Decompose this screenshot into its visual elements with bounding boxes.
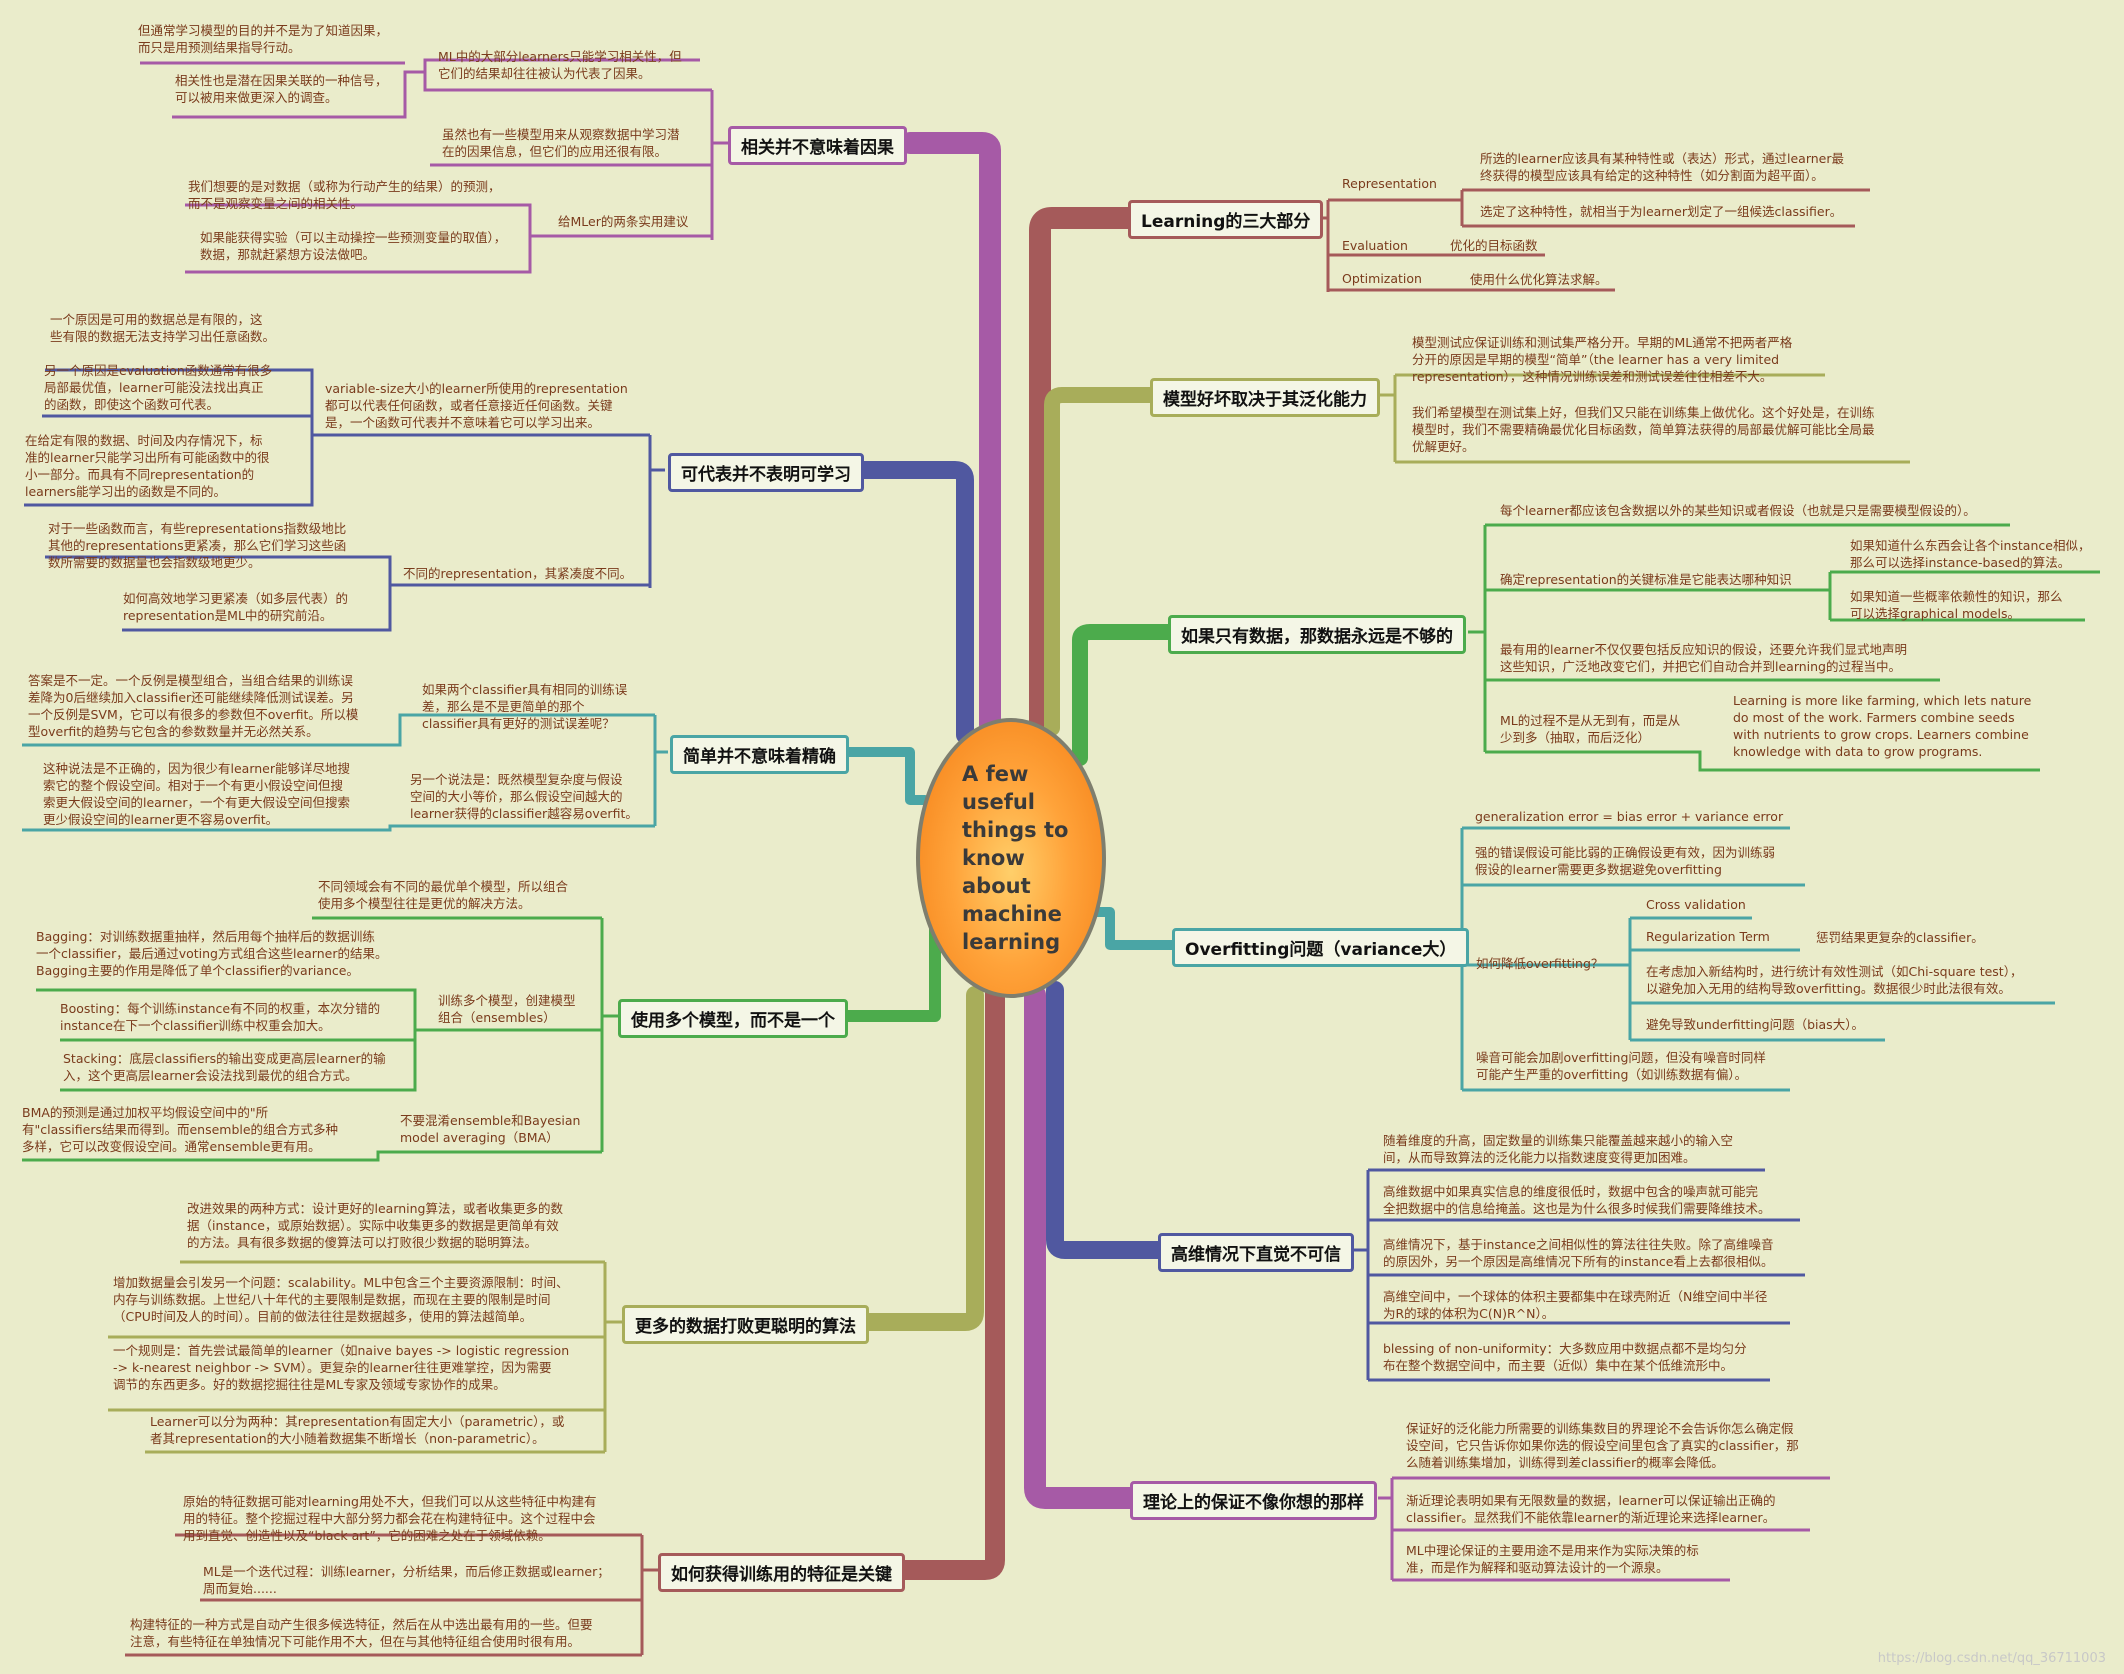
node-j9[interactable]: 噪音可能会加剧overfitting问题，但没有噪音时同样可能产生严重的over…	[1476, 1050, 1766, 1082]
node-i2[interactable]: 确定representation的关键标准是它能表达哪种知识	[1500, 572, 1792, 587]
node-i6[interactable]: ML的过程不是从无到有，而是从少到多（抽取，而后泛化）	[1500, 713, 1681, 745]
node-i5[interactable]: 最有用的learner不仅仅要包括反应知识的假设，还要允许我们显式地声明这些知识…	[1500, 642, 1907, 674]
node-k3[interactable]: 高维情况下，基于instance之间相似性的算法往往失败。除了高维噪音的原因外，…	[1383, 1237, 1774, 1269]
node-b5[interactable]: 对于一些函数而言，有些representations指数级地比其他的repres…	[48, 521, 347, 570]
node-f3[interactable]: 构建特征的一种方式是自动产生很多候选特征，然后在从中选出最有用的一些。但要注意，…	[130, 1617, 593, 1649]
node-f1[interactable]: 原始的特征数据可能对learning用处不大，但我们可以从这些特征中构建有用的特…	[183, 1494, 597, 1543]
node-e3[interactable]: 一个规则是：首先尝试最简单的learner（如naive bayes -> lo…	[113, 1343, 570, 1392]
node-l3[interactable]: ML中理论保证的主要用途不是用来作为实际决策的标准，而是作为解释和驱动算法设计的…	[1406, 1543, 1699, 1575]
trunk-teal-right	[1090, 907, 1177, 950]
trunk-purple-left	[899, 132, 1001, 736]
node-g4[interactable]: Evaluation	[1342, 238, 1408, 253]
node-k5[interactable]: blessing of non-uniformity：大多数应用中数据点都不是均…	[1383, 1341, 1747, 1373]
trunk-navy-left	[851, 461, 974, 744]
topic-ensemble-models[interactable]: 使用多个模型，而不是一个	[618, 999, 848, 1038]
node-i1[interactable]: 每个learner都应该包含数据以外的某些知识或者假设（也就是只是需要模型假设的…	[1500, 503, 1976, 518]
topic-data-alone-not-enough[interactable]: 如果只有数据，那数据永远是不够的	[1168, 615, 1466, 654]
topic-correlation-not-causation[interactable]: 相关并不意味着因果	[728, 126, 907, 165]
node-b4[interactable]: 在给定有限的数据、时间及内存情况下，标准的learner只能学习出所有可能函数中…	[25, 433, 270, 499]
node-j3[interactable]: Cross validation	[1646, 897, 1746, 912]
node-j1[interactable]: generalization error = bias error + vari…	[1475, 809, 1784, 824]
node-j6[interactable]: 如何降低overfitting？	[1476, 956, 1604, 971]
node-k2[interactable]: 高维数据中如果真实信息的维度很低时，数据中包含的噪声就可能完全把数据中的信息给掩…	[1383, 1184, 1771, 1216]
node-g6[interactable]: Optimization	[1342, 271, 1422, 286]
node-g2[interactable]: 所选的learner应该具有某种特性或（表达）形式，通过learner最终获得的…	[1480, 151, 1844, 183]
trunk-brown-left	[895, 980, 1005, 1580]
node-g5[interactable]: 优化的目标函数	[1450, 238, 1538, 253]
node-a7[interactable]: 如果能获得实验（可以主动操控一些预测变量的取值），数据，那就赶紧想方设法做吧。	[200, 230, 507, 262]
node-e1[interactable]: 改进效果的两种方式：设计更好的learning算法，或者收集更多的数据（inst…	[187, 1201, 563, 1250]
node-a2[interactable]: ML中的大部分learners只能学习相关性，但它们的结果却往往被认为代表了因果…	[438, 49, 682, 81]
node-c1[interactable]: 答案是不一定。一个反例是模型组合，当组合结果的训练误差降为0后继续加入class…	[28, 673, 359, 739]
node-g7[interactable]: 使用什么优化算法求解。	[1470, 272, 1608, 287]
node-f2[interactable]: ML是一个迭代过程：训练learner，分析结果，而后修正数据或learner；…	[203, 1564, 610, 1596]
node-j4[interactable]: Regularization Term	[1646, 929, 1770, 944]
node-b1[interactable]: 一个原因是可用的数据总是有限的，这些有限的数据无法支持学习出任意函数。	[50, 312, 276, 344]
node-d5[interactable]: Stacking：底层classifiers的输出变成更高层learner的输入…	[63, 1051, 386, 1083]
topic-representable-not-learnable[interactable]: 可代表并不表明可学习	[668, 453, 864, 492]
node-k4[interactable]: 高维空间中，一个球体的体积主要都集中在球壳附近（N维空间中半径为R的球的体积为C…	[1383, 1289, 1768, 1321]
node-a5[interactable]: 我们想要的是对数据（或称为行动产生的结果）的预测，而不是观察变量之间的相关性。	[188, 179, 501, 211]
node-b3[interactable]: variable-size大小的learner所使用的representatio…	[325, 381, 628, 430]
node-e2[interactable]: 增加数据量会引发另一个问题：scalability。ML中包含三个主要资源限制：…	[113, 1275, 569, 1324]
central-topic-oval[interactable]	[916, 718, 1106, 998]
topic-theoretical-guarantees[interactable]: 理论上的保证不像你想的那样	[1130, 1481, 1377, 1520]
node-h1[interactable]: 模型测试应保证训练和测试集严格分开。早期的ML通常不把两者严格分开的原因是早期的…	[1412, 335, 1793, 384]
trunk-olive-right	[1044, 387, 1158, 736]
topic-feature-engineering[interactable]: 如何获得训练用的特征是关键	[658, 1553, 905, 1592]
topic-high-dimension-intuition[interactable]: 高维情况下直觉不可信	[1158, 1233, 1354, 1272]
node-j8[interactable]: 避免导致underfitting问题（bias大）。	[1646, 1017, 1864, 1032]
node-j5[interactable]: 惩罚结果更复杂的classifier。	[1816, 930, 1984, 945]
node-g3[interactable]: 选定了这种特性，就相当于为learner划定了一组候选classifier。	[1480, 204, 1843, 219]
central-topic-title: A few useful things to know about machin…	[962, 762, 1069, 954]
node-l1[interactable]: 保证好的泛化能力所需要的训练集数目的界理论不会告诉你怎么确定假设空间，它只告诉你…	[1406, 1421, 1799, 1470]
topic-overfitting[interactable]: Overfitting问题（variance大）	[1172, 928, 1470, 967]
trunk-brown-right	[1029, 207, 1139, 736]
trunk-teal-left	[843, 747, 930, 805]
node-d1[interactable]: 不同领域会有不同的最优单个模型，所以组合使用多个模型往往是更优的解决方法。	[318, 879, 569, 911]
node-j2[interactable]: 强的错误假设可能比弱的正确假设更有效，因为训练弱假设的learner需要更多数据…	[1475, 845, 1776, 877]
node-h2[interactable]: 我们希望模型在测试集上好，但我们又只能在训练集上做优化。这个好处是，在训练模型时…	[1412, 405, 1875, 454]
node-b2[interactable]: 另一个原因是evaluation函数通常有很多局部最优值，learner可能没法…	[44, 363, 273, 412]
node-d2[interactable]: Bagging：对训练数据重抽样，然后用每个抽样后的数据训练一个classifi…	[36, 929, 388, 978]
trunk-green-right	[1072, 624, 1176, 766]
node-d4[interactable]: 训练多个模型，创建模型组合（ensembles）	[438, 993, 576, 1025]
topic-simplicity-not-accuracy[interactable]: 简单并不意味着精确	[670, 735, 849, 774]
node-k1[interactable]: 随着维度的升高，固定数量的训练集只能覆盖越来越小的输入空间，从而导致算法的泛化能…	[1383, 1133, 1734, 1165]
topic-generalization[interactable]: 模型好坏取决于其泛化能力	[1150, 378, 1380, 417]
node-i7[interactable]: Learning is more like farming, which let…	[1733, 693, 2032, 759]
node-e4[interactable]: Learner可以分为两种：其representation有固定大小（param…	[150, 1414, 565, 1446]
node-c3[interactable]: 这种说法是不正确的，因为很少有learner能够详尽地搜索它的整个假设空间。相对…	[43, 761, 350, 827]
trunk-navy-right	[1046, 981, 1167, 1259]
node-i3[interactable]: 如果知道什么东西会让各个instance相似，那么可以选择instance-ba…	[1850, 538, 2091, 570]
trunk-green-left	[842, 924, 941, 1022]
watermark: https://blog.csdn.net/qq_36711003	[1877, 1651, 2106, 1666]
node-a4[interactable]: 虽然也有一些模型用来从观察数据中学习潜在的因果信息，但它们的应用还很有限。	[442, 127, 680, 159]
node-i4[interactable]: 如果知道一些概率依赖性的知识，那么可以选择graphical models。	[1850, 589, 2063, 621]
topic-three-components[interactable]: Learning的三大部分	[1128, 200, 1324, 239]
node-a1[interactable]: 但通常学习模型的目的并不是为了知道因果，而只是用预测结果指导行动。	[138, 23, 389, 55]
trunk-purple-right	[1024, 984, 1141, 1509]
node-g1[interactable]: Representation	[1342, 176, 1437, 191]
node-a6[interactable]: 给MLer的两条实用建议	[558, 214, 689, 229]
node-j7[interactable]: 在考虑加入新结构时，进行统计有效性测试（如Chi-square test），以避…	[1646, 964, 2023, 996]
node-b6[interactable]: 不同的representation，其紧凑度不同。	[403, 566, 633, 581]
node-a3[interactable]: 相关性也是潜在因果关联的一种信号，可以被用来做更深入的调查。	[175, 73, 388, 105]
node-d6[interactable]: BMA的预测是通过加权平均假设空间中的"所有"classifiers结果而得到。…	[22, 1105, 339, 1154]
topic-more-data-beats-clever-algorithm[interactable]: 更多的数据打败更聪明的算法	[622, 1305, 869, 1344]
trunk-olive-left	[859, 986, 984, 1331]
